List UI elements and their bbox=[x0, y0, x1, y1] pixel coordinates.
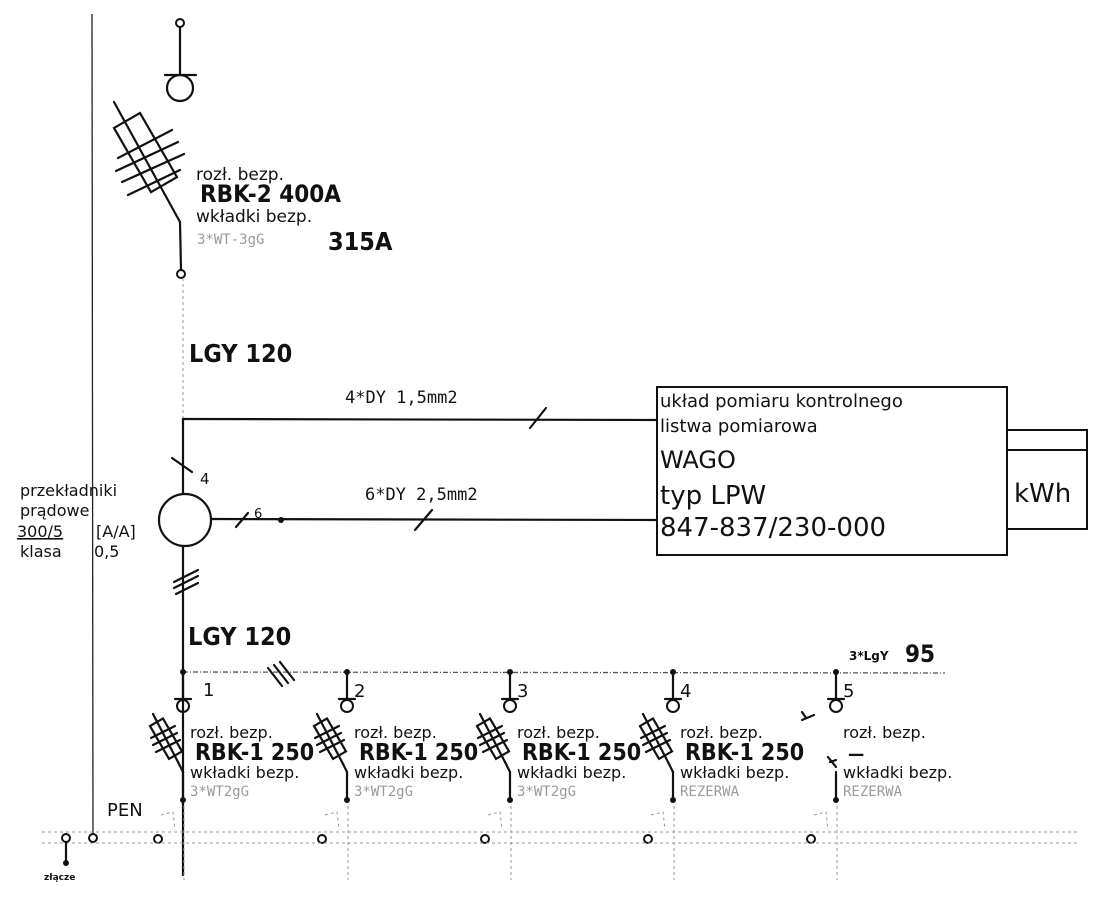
meter-box-line4: typ LPW bbox=[660, 481, 766, 511]
ct-tick-right: 6 bbox=[254, 507, 262, 522]
circuit-switch-type: RBK-1 250 bbox=[359, 740, 478, 766]
circuit-fuse-type: REZERWA bbox=[843, 784, 903, 800]
ct-class-label: klasa bbox=[20, 542, 62, 561]
circuit-number: 3 bbox=[517, 681, 528, 702]
connection-symbol bbox=[829, 699, 843, 713]
circuit-fuse-label: wkładki bezp. bbox=[354, 763, 463, 782]
connection-symbol bbox=[666, 699, 680, 713]
outgoing-circuit-5: 5 rozł. bezp. —wkładki bezp. REZERWA bbox=[800, 669, 952, 880]
circuit-switch-label: rozł. bezp. bbox=[517, 723, 600, 742]
current-transformer-icon bbox=[157, 456, 213, 596]
circuit-number: 4 bbox=[680, 681, 691, 702]
ct-class-value: 0,5 bbox=[94, 542, 119, 561]
wire-lower bbox=[209, 517, 660, 522]
connection-symbol bbox=[503, 699, 517, 713]
wire-lower-label: 6*DY 2,5mm2 bbox=[365, 485, 478, 505]
meter-box-line5: 847-837/230-000 bbox=[660, 513, 886, 543]
circuit-number: 5 bbox=[843, 681, 854, 702]
incoming-terminal bbox=[163, 18, 198, 103]
circuit-switch-label: rozł. bezp. bbox=[354, 723, 437, 742]
pen-terminal bbox=[88, 833, 98, 843]
busbar-cable-size: 95 bbox=[905, 640, 935, 668]
terminal-dot bbox=[176, 269, 186, 279]
circuit-switch-type: RBK-1 250 bbox=[685, 740, 804, 766]
fuse-switch-icon bbox=[638, 712, 676, 803]
ct-tick-top: 4 bbox=[200, 470, 210, 488]
fuse-switch-icon bbox=[312, 712, 350, 803]
circuit-switch-type: RBK-1 250 bbox=[195, 740, 314, 766]
wire-tick bbox=[528, 406, 548, 430]
ct-ratio: 300/5 bbox=[17, 522, 63, 541]
main-fuse-rating: 315A bbox=[328, 227, 393, 256]
main-fuse-label: wkładki bezp. bbox=[196, 207, 312, 227]
pen-vertical-line bbox=[91, 13, 94, 841]
circuit-switch-type: RBK-1 250 bbox=[522, 740, 641, 766]
ground-label: złącze bbox=[44, 873, 75, 883]
kwh-meter-icon bbox=[1006, 429, 1088, 530]
ct-ratio-unit: [A/A] bbox=[96, 522, 136, 541]
connection-symbol bbox=[165, 73, 195, 103]
circuit-switch-label: rozł. bezp. bbox=[680, 723, 763, 742]
meter-box-line1: układ pomiaru kontrolnego bbox=[660, 391, 903, 412]
meter-box-line3: WAGO bbox=[660, 446, 736, 474]
fuse-switch-icon bbox=[148, 712, 186, 803]
circuit-switch-label: rozł. bezp. bbox=[843, 723, 926, 742]
outgoing-cable-label: LGY 120 bbox=[188, 622, 291, 651]
incoming-cable-label: LGY 120 bbox=[189, 339, 292, 368]
fuse-switch-icon bbox=[475, 712, 513, 803]
busbar-cable-prefix: 3*LgY bbox=[849, 649, 889, 663]
circuit-fuse-type: 3*WT2gG bbox=[190, 784, 249, 800]
busbar bbox=[182, 671, 946, 674]
meter-box-line2: listwa pomiarowa bbox=[660, 416, 818, 437]
main-fuse-switch-icon bbox=[112, 100, 186, 279]
pen-connection bbox=[317, 806, 349, 880]
circuit-fuse-type: 3*WT2gG bbox=[354, 784, 413, 800]
main-switch-type: RBK-2 400A bbox=[200, 180, 341, 208]
main-fuse-type: 3*WT-3gG bbox=[197, 232, 264, 248]
circuit-fuse-label: wkładki bezp. bbox=[680, 763, 789, 782]
meter-box bbox=[656, 386, 1008, 556]
connection-symbol bbox=[176, 699, 190, 713]
busbar-triple-tick bbox=[266, 660, 296, 688]
pen-terminal bbox=[61, 833, 71, 843]
wire-upper bbox=[181, 417, 660, 422]
circuit-fuse-label: wkładki bezp. bbox=[517, 763, 626, 782]
circuit-fuse-label: wkładki bezp. bbox=[843, 763, 952, 782]
circuit-fuse-type: REZERWA bbox=[680, 784, 740, 800]
main-switch-label: rozł. bezp. bbox=[196, 165, 284, 185]
circuit-fuse-label: wkładki bezp. bbox=[190, 763, 299, 782]
circuit-number: 2 bbox=[354, 681, 365, 702]
circuit-number: 1 bbox=[203, 680, 214, 701]
terminal-dot bbox=[175, 18, 185, 28]
circuit-fuse-type: 3*WT2gG bbox=[517, 784, 576, 800]
ct-label-2: prądowe bbox=[20, 501, 89, 520]
kwh-label: kWh bbox=[1014, 479, 1071, 509]
ct-label-1: przekładniki bbox=[20, 481, 117, 500]
pen-label: PEN bbox=[107, 800, 143, 821]
circuit-switch-label: rozł. bezp. bbox=[190, 723, 273, 742]
wire-upper-label: 4*DY 1,5mm2 bbox=[345, 388, 458, 408]
circuit-switch-type: — bbox=[848, 744, 864, 765]
connection-symbol bbox=[340, 699, 354, 713]
fuse-switch-icon bbox=[800, 710, 839, 803]
